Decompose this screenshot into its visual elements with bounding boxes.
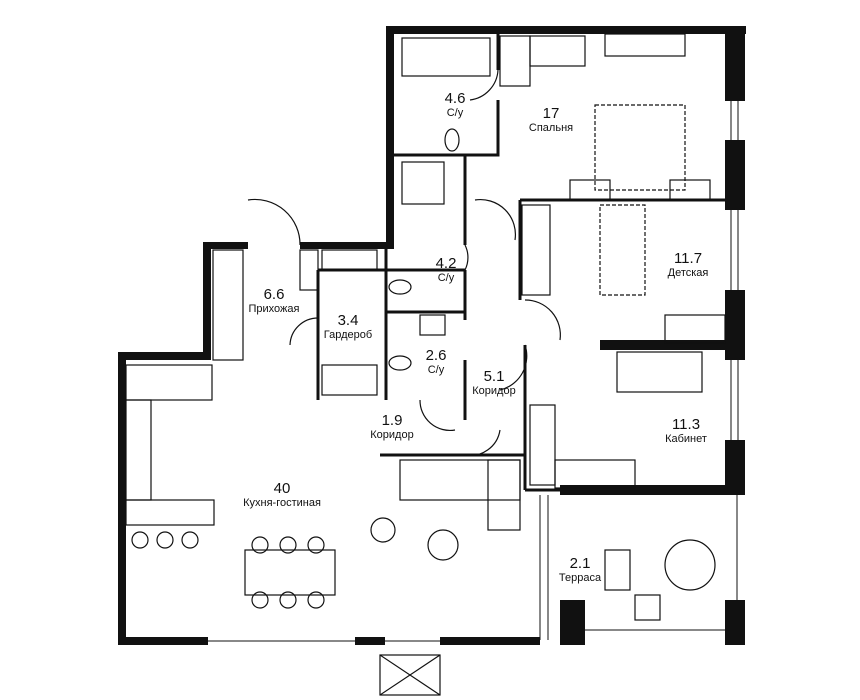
room-area: 2.1 xyxy=(569,555,591,572)
wardrobe-hall xyxy=(321,249,378,271)
room-name: С/у xyxy=(437,272,455,285)
umbrella xyxy=(664,539,716,591)
single-bed xyxy=(599,204,646,296)
room-area: 17 xyxy=(542,105,560,122)
room-area: 5.1 xyxy=(483,368,505,385)
doors xyxy=(247,69,561,457)
kitchen-counter-top xyxy=(125,364,213,401)
room-area: 11.7 xyxy=(673,250,703,267)
shower xyxy=(401,161,445,205)
wardrobe-bedroom xyxy=(499,35,531,87)
room-name: Гардероб xyxy=(323,329,373,342)
wardrobe-entry xyxy=(212,249,244,361)
kitchen-counter-side xyxy=(125,399,152,501)
terrace-lounger xyxy=(604,549,631,591)
room-area: 4.2 xyxy=(435,255,457,272)
room-name: С/у xyxy=(446,107,464,120)
room-area: 1.9 xyxy=(381,412,403,429)
room-area: 11.3 xyxy=(671,416,701,433)
room-name: Детская xyxy=(667,267,709,280)
room-name: Коридор xyxy=(472,385,516,398)
room-name: С/у xyxy=(427,364,445,377)
furniture xyxy=(125,33,726,696)
wall-kids-cabinet xyxy=(600,340,725,350)
wardrobe-dressing xyxy=(321,364,378,396)
desk-bedroom xyxy=(604,33,686,57)
desk-cabinet xyxy=(554,459,636,489)
room-name: Спальня xyxy=(528,122,574,135)
room-area: 6.6 xyxy=(263,286,285,303)
room-area: 4.6 xyxy=(444,90,466,107)
desk-kids xyxy=(664,314,726,344)
room-name: Кабинет xyxy=(665,433,707,446)
double-bed xyxy=(594,104,686,191)
windows xyxy=(121,101,739,642)
room-name: Терраса xyxy=(558,572,602,585)
dining-table xyxy=(244,549,336,596)
room-area: 40 xyxy=(273,480,291,497)
bathtub xyxy=(401,37,491,77)
kitchen-island xyxy=(125,499,215,526)
room-name: Прихожая xyxy=(248,303,300,316)
wardrobe-kids xyxy=(521,204,551,296)
room-area: 2.6 xyxy=(425,347,447,364)
room-name: Кухня-гостиная xyxy=(243,497,321,510)
room-name: Коридор xyxy=(370,429,414,442)
sofa-living xyxy=(399,459,521,501)
room-area: 3.4 xyxy=(337,312,359,329)
sofa-cabinet xyxy=(616,351,703,393)
